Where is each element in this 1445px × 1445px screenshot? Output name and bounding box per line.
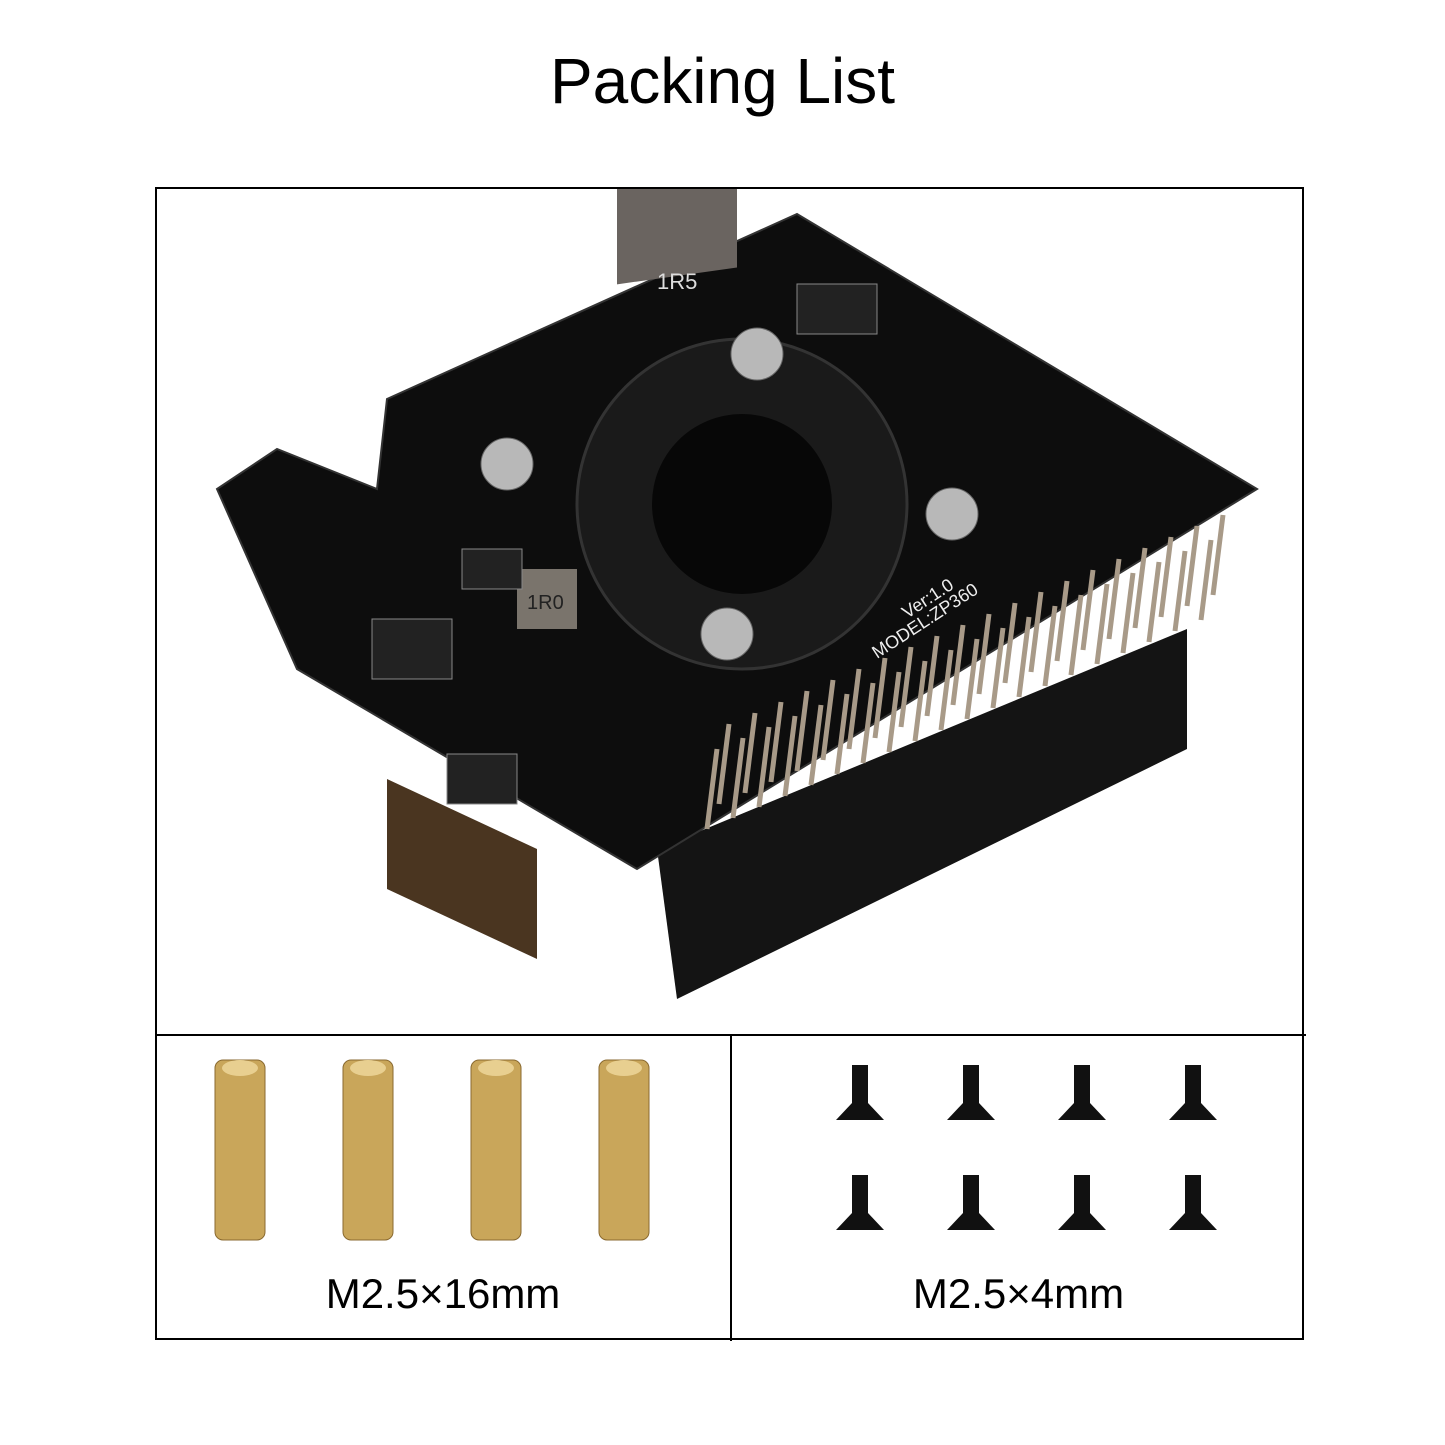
screw-icon xyxy=(836,1175,884,1230)
screw-icon xyxy=(1058,1065,1106,1120)
header-pin xyxy=(1172,550,1188,632)
header-pin xyxy=(768,701,784,783)
header-pin xyxy=(846,668,862,750)
page-title: Packing List xyxy=(549,45,896,117)
screw-icon xyxy=(1169,1175,1217,1230)
standoff-icon xyxy=(342,1059,394,1241)
header-pin xyxy=(1068,594,1084,676)
header-pin xyxy=(1158,536,1174,618)
header-pin xyxy=(1184,525,1200,607)
header-pin xyxy=(730,737,746,819)
header-pin xyxy=(742,712,758,794)
svg-text:1R5: 1R5 xyxy=(657,269,697,294)
header-pin xyxy=(1080,569,1096,651)
screw-label: M2.5×4mm xyxy=(912,1270,1125,1317)
packing-list-frame xyxy=(155,187,1304,1340)
standoff-hole xyxy=(350,1060,386,1076)
header-pin xyxy=(886,671,902,753)
header-pin xyxy=(1146,561,1162,643)
header-pin xyxy=(820,679,836,761)
header-pin xyxy=(1106,558,1122,640)
standoff-hole xyxy=(606,1060,642,1076)
header-pin xyxy=(794,690,810,772)
standoff-group xyxy=(214,1059,650,1241)
header-pin xyxy=(872,657,888,739)
header-pin xyxy=(704,748,720,830)
screw-icon xyxy=(947,1175,995,1230)
header-pin xyxy=(1002,602,1018,684)
inductor xyxy=(517,569,577,629)
inductor xyxy=(617,189,737,285)
header-pin xyxy=(964,638,980,720)
header-pin xyxy=(1198,539,1214,621)
header-pin xyxy=(912,660,928,742)
header-pin xyxy=(938,649,954,731)
header-pin xyxy=(782,715,798,797)
header-pin xyxy=(1028,591,1044,673)
header-pin xyxy=(990,627,1006,709)
screw-icon xyxy=(947,1065,995,1120)
header-pin xyxy=(1120,572,1136,654)
svg-text:1R0: 1R0 xyxy=(527,592,564,614)
header-pin xyxy=(950,624,966,706)
screw-icon xyxy=(1058,1175,1106,1230)
header-pin xyxy=(808,704,824,786)
header-pin xyxy=(716,723,732,805)
board-image: 1R5 1R0 MODEL:ZP360 Ver:1.0 xyxy=(215,189,1259,999)
header-pin xyxy=(1054,580,1070,662)
standoff-hole xyxy=(478,1060,514,1076)
standoff-icon xyxy=(470,1059,522,1241)
header-pin xyxy=(976,613,992,695)
header-pin xyxy=(1210,514,1226,596)
header-pin xyxy=(924,635,940,717)
header-pin xyxy=(860,682,876,764)
header-pin xyxy=(1132,547,1148,629)
standoff-icon xyxy=(598,1059,650,1241)
screw-icon xyxy=(1169,1065,1217,1120)
header-pin xyxy=(1094,583,1110,665)
screw-icon xyxy=(836,1065,884,1120)
divider-vertical xyxy=(730,1035,732,1341)
header-pin xyxy=(834,693,850,775)
header-connector xyxy=(657,629,1187,999)
header-pin xyxy=(1042,605,1058,687)
standoff-hole xyxy=(222,1060,258,1076)
standoff-icon xyxy=(214,1059,266,1241)
screw-group xyxy=(836,1065,1217,1230)
standoff-label: M2.5×16mm xyxy=(325,1270,561,1317)
header-pin xyxy=(898,646,914,728)
header-pin xyxy=(1016,616,1032,698)
usb-connector xyxy=(387,779,537,959)
header-pin xyxy=(756,726,772,808)
